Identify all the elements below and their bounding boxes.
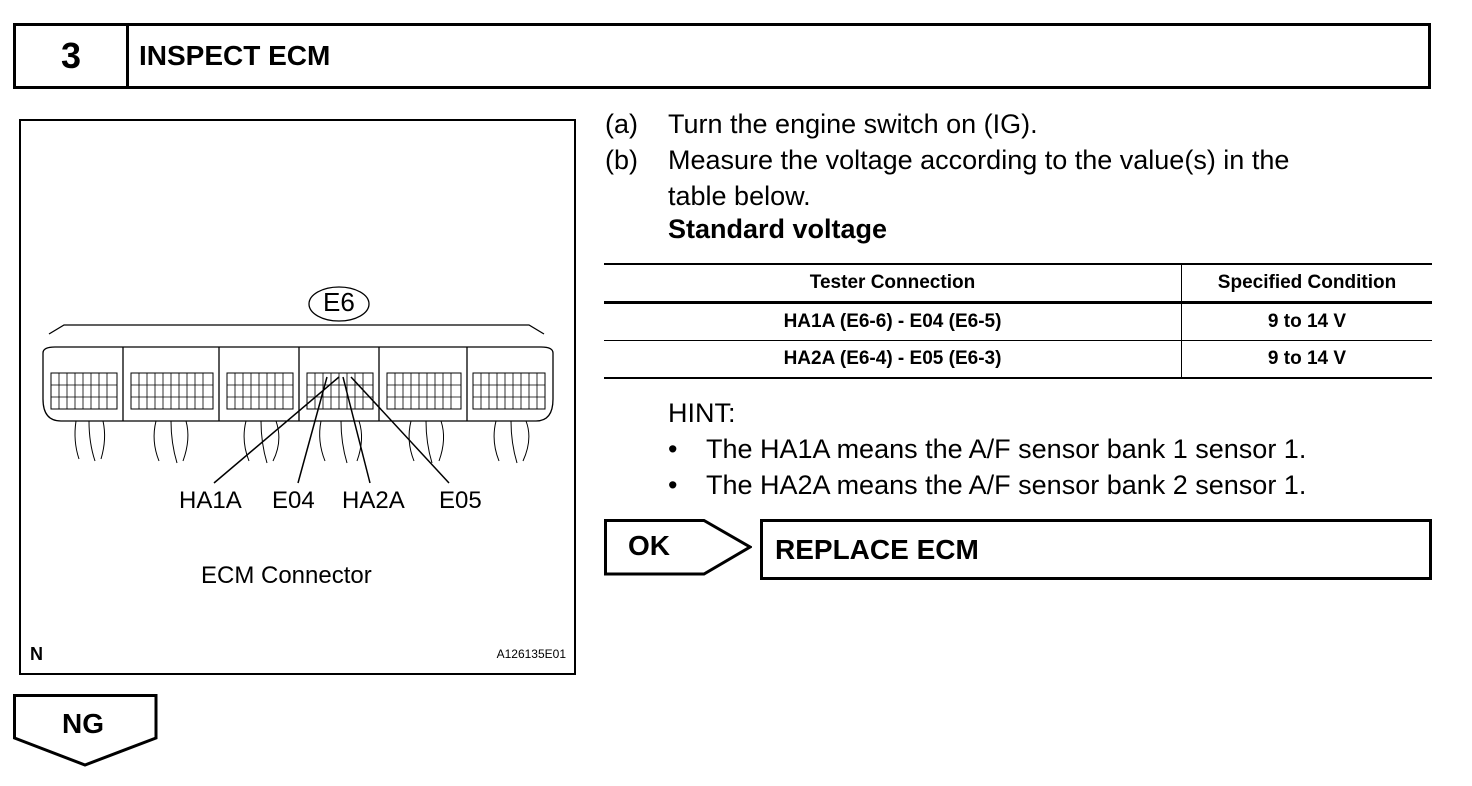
step-number: 3 xyxy=(16,26,129,86)
result-box: REPLACE ECM xyxy=(760,519,1432,580)
connector-tag-oval xyxy=(308,286,370,322)
figure-caption: ECM Connector xyxy=(201,562,372,589)
pin-label-ha2a: HA2A xyxy=(342,487,405,514)
figure-id: A126135E01 xyxy=(496,647,566,661)
hint-text: The HA1A means the A/F sensor bank 1 sen… xyxy=(706,434,1307,464)
result-text: REPLACE ECM xyxy=(775,533,979,565)
instruction-a: (a) Turn the engine switch on (IG). xyxy=(605,106,1038,142)
ng-arrow-icon xyxy=(13,694,158,767)
table-row: HA1A (E6-6) - E04 (E6-5) 9 to 14 V xyxy=(604,302,1432,341)
hint-text: The HA2A means the A/F sensor bank 2 sen… xyxy=(706,470,1307,500)
ecm-connector-illustration: E6 HA1A E04 HA2A E05 ECM Connector N A12… xyxy=(19,119,576,675)
ok-arrow-icon xyxy=(604,519,752,576)
table-cell: HA2A (E6-4) - E05 (E6-3) xyxy=(604,340,1182,379)
bullet: • xyxy=(668,470,678,500)
spec-table: Tester Connection Specified Condition HA… xyxy=(604,263,1432,379)
hint-item: • The HA2A means the A/F sensor bank 2 se… xyxy=(668,470,1306,501)
ok-label: OK xyxy=(628,530,670,561)
connector-tag: E6 xyxy=(323,287,355,317)
pin-grids xyxy=(50,372,546,410)
connector-bracket xyxy=(48,324,545,335)
pin-label-e04: E04 xyxy=(272,487,315,514)
instruction-b: (b) Measure the voltage according to the … xyxy=(605,142,1289,178)
instruction-label: (a) xyxy=(605,109,638,139)
table-cell: 9 to 14 V xyxy=(1181,302,1432,341)
pin-grid-lines xyxy=(51,373,545,409)
pin-label-ha1a: HA1A xyxy=(179,487,242,514)
connector-housing xyxy=(42,346,554,422)
column-header: Specified Condition xyxy=(1181,263,1432,304)
table-header-row: Tester Connection Specified Condition xyxy=(604,263,1432,304)
table-row: HA2A (E6-4) - E05 (E6-3) 9 to 14 V xyxy=(604,340,1432,379)
step-header: 3 INSPECT ECM xyxy=(13,23,1431,89)
ng-label: NG xyxy=(62,708,104,739)
instruction-b-cont: table below. xyxy=(605,178,811,214)
pin-label-e05: E05 xyxy=(439,487,482,514)
instruction-text: Measure the voltage according to the val… xyxy=(668,145,1290,175)
table-cell: HA1A (E6-6) - E04 (E6-5) xyxy=(604,302,1182,341)
wire-stubs xyxy=(74,420,530,464)
ecm-connector-drawing xyxy=(42,286,554,484)
instruction-text: table below. xyxy=(668,181,811,211)
instruction-label: (b) xyxy=(605,145,638,175)
hint-item: • The HA1A means the A/F sensor bank 1 se… xyxy=(668,434,1306,465)
instruction-text: Turn the engine switch on (IG). xyxy=(668,109,1038,139)
leader-lines xyxy=(213,376,450,484)
bullet: • xyxy=(668,434,678,464)
column-header: Tester Connection xyxy=(604,263,1182,304)
connector-sections xyxy=(122,347,468,421)
table-cell: 9 to 14 V xyxy=(1181,340,1432,379)
hint-title: HINT: xyxy=(668,398,736,428)
standard-title: Standard voltage xyxy=(668,214,888,244)
step-title: INSPECT ECM xyxy=(139,40,331,71)
orientation-mark: N xyxy=(30,644,43,664)
